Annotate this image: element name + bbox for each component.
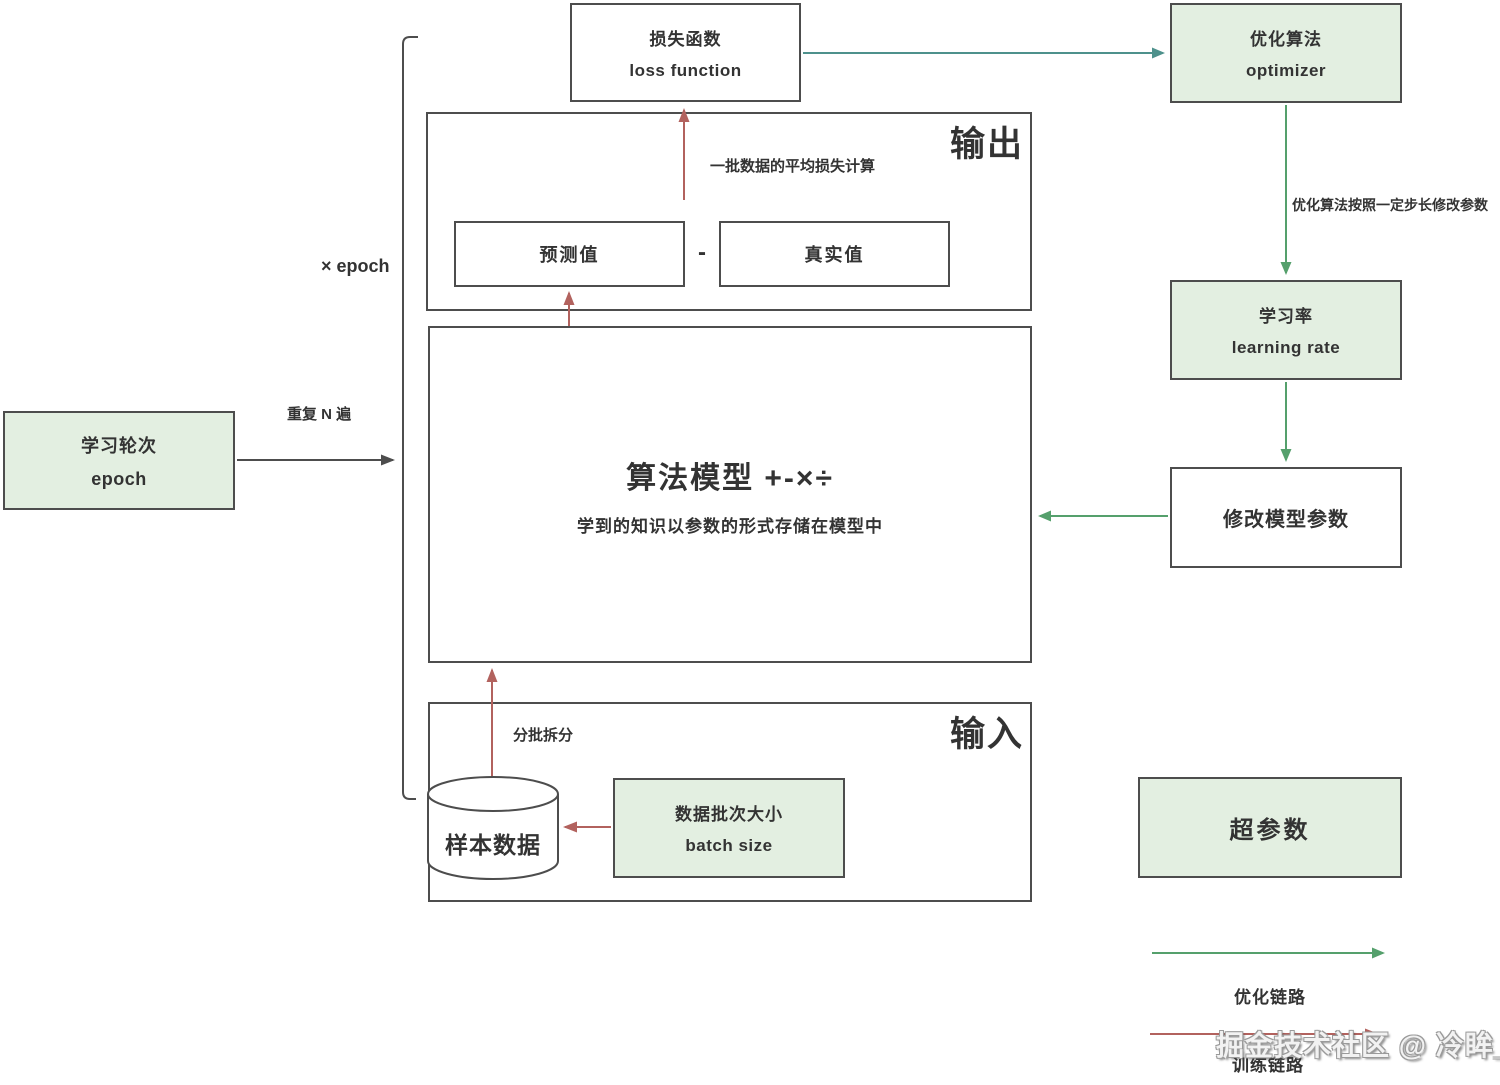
modify-model-params-label: 修改模型参数 xyxy=(1223,509,1349,531)
node-hyperparameters: 超参数 xyxy=(1138,777,1402,878)
true-value-label: 真实值 xyxy=(804,245,865,265)
model-section-frame xyxy=(428,326,1032,663)
annotation-optimizer-step: 优化算法按照一定步长修改参数 xyxy=(1292,197,1488,213)
model-note: 学到的知识以参数的形式存储在模型中 xyxy=(577,516,883,536)
learning-rate-label-en: learning rate xyxy=(1231,338,1341,357)
epoch-label-zh: 学习轮次 xyxy=(81,435,157,456)
annotation-split-into-batches: 分批拆分 xyxy=(513,727,574,744)
node-batch-size: 数据批次大小 batch size xyxy=(613,778,845,878)
sample-data-label: 样本数据 xyxy=(445,832,541,858)
node-modify-model-params: 修改模型参数 xyxy=(1170,467,1402,568)
optimizer-label-en: optimizer xyxy=(1245,61,1327,80)
watermark: 掘金技术社区 @ 冷眸_ xyxy=(1216,1030,1500,1061)
epoch-repeat-bracket xyxy=(402,36,418,800)
batch-size-label-zh: 数据批次大小 xyxy=(675,805,783,824)
node-model: 算法模型 +-×÷ 学到的知识以参数的形式存储在模型中 xyxy=(428,326,1032,663)
node-epoch: 学习轮次 epoch xyxy=(3,411,235,510)
model-title: 算法模型 +-×÷ xyxy=(626,461,834,495)
loss-function-label-zh: 损失函数 xyxy=(649,29,722,49)
node-predicted-value: 预测值 xyxy=(454,221,685,287)
learning-rate-label-zh: 学习率 xyxy=(1259,307,1313,326)
node-true-value: 真实值 xyxy=(719,221,950,287)
hyperparameters-label: 超参数 xyxy=(1229,817,1311,844)
node-loss-function: 损失函数 loss function xyxy=(570,3,801,102)
annotation-avg-batch-loss: 一批数据的平均损失计算 xyxy=(710,158,876,175)
output-section-frame xyxy=(426,112,1032,311)
node-learning-rate: 学习率 learning rate xyxy=(1170,280,1402,380)
epoch-label-en: epoch xyxy=(91,468,147,489)
loss-function-label-en: loss function xyxy=(629,60,742,80)
legend-train-label: 训练链路 xyxy=(1232,1056,1304,1075)
legend-optimize-label: 优化链路 xyxy=(1234,988,1306,1007)
optimizer-label-zh: 优化算法 xyxy=(1250,30,1322,49)
predicted-value-label: 预测值 xyxy=(539,245,600,265)
annotation-times-epoch: × epoch xyxy=(321,256,390,276)
node-optimizer: 优化算法 optimizer xyxy=(1170,3,1402,103)
annotation-repeat-n-times: 重复 N 遍 xyxy=(287,406,352,423)
batch-size-label-en: batch size xyxy=(685,836,773,855)
minus-operator: - xyxy=(698,239,706,266)
